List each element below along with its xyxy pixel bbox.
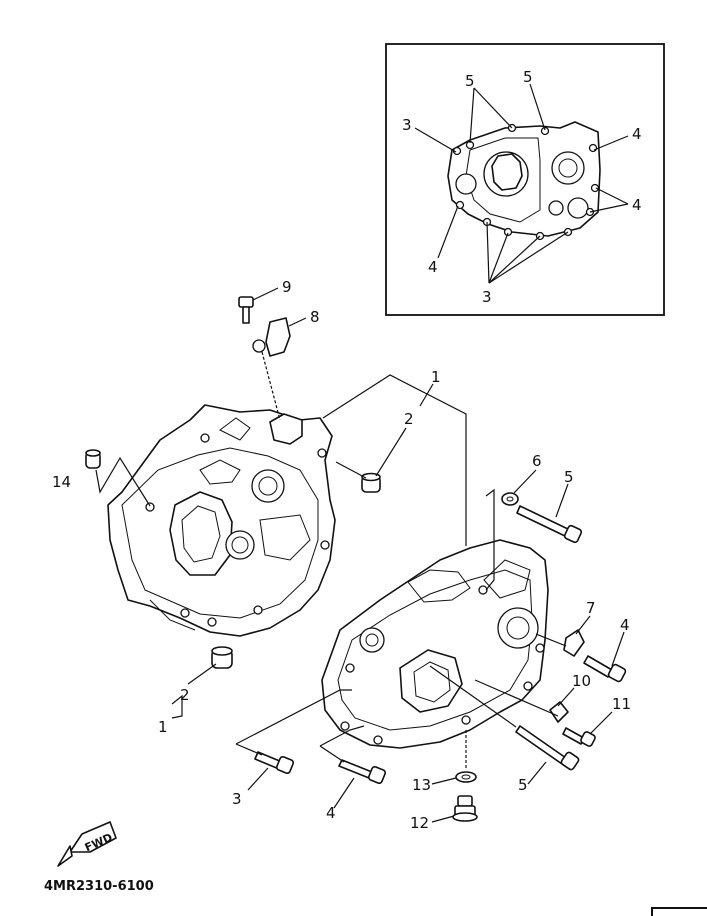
inset-leaders [414, 83, 629, 284]
label-part-6: 6 [532, 452, 542, 470]
part-8-bracket [252, 317, 291, 357]
label-part-1-left: 1 [158, 718, 168, 736]
part-4-bolt-right [583, 655, 627, 683]
part-3-bolt-bottom [254, 751, 295, 775]
inset-bolt-holes [452, 123, 600, 241]
label-part-5-upper: 5 [564, 468, 574, 486]
inset-label-4-right-top: 4 [632, 125, 642, 143]
part-13-gasket [455, 771, 477, 783]
diagram-code: 4MR2310-6100 [44, 879, 154, 894]
part-6-washer [501, 492, 519, 506]
inset-label-4-right-bottom: 4 [632, 196, 642, 214]
label-part-4-right: 4 [620, 616, 630, 634]
part-12-drain-plug [452, 795, 478, 822]
label-part-13: 13 [412, 776, 431, 794]
inset-label-3-left: 3 [402, 116, 412, 134]
part-2-dowel-lower [211, 646, 233, 669]
inset-bearing-small2 [548, 200, 564, 216]
right-case-bolt-holes [340, 585, 545, 745]
label-part-10: 10 [572, 672, 591, 690]
inset-panel: 5 5 3 4 4 4 3 [385, 43, 665, 316]
inset-label-5b: 5 [523, 68, 533, 86]
inset-bearing-small [567, 197, 589, 219]
inset-bearing-large-inner [558, 158, 578, 178]
inset-label-3-bottom: 3 [482, 288, 492, 306]
corner-mark [651, 907, 707, 916]
part-2-dowel-upper [361, 472, 381, 493]
left-crankcase-half [107, 404, 336, 637]
part-14-dowel [85, 449, 101, 469]
fwd-arrow-badge: FWD [57, 821, 117, 867]
inset-label-5a: 5 [465, 72, 475, 90]
inset-gear-cut [491, 153, 523, 191]
label-part-7: 7 [586, 599, 596, 617]
left-case-bolt-holes [145, 433, 330, 627]
right-crankcase-half [321, 539, 549, 749]
part-11-bolt [562, 727, 596, 747]
label-part-9: 9 [282, 278, 292, 296]
label-part-8: 8 [310, 308, 320, 326]
part-7-clamp [563, 629, 585, 657]
label-part-12: 12 [410, 814, 429, 832]
label-part-1-top: 1 [431, 368, 441, 386]
label-part-3-bottom: 3 [232, 790, 242, 808]
label-part-4-bottom: 4 [326, 804, 336, 822]
label-part-2-left: 2 [180, 686, 190, 704]
leader-lines [95, 287, 625, 823]
label-part-2-top: 2 [404, 410, 414, 428]
inset-label-4-left: 4 [428, 258, 438, 276]
inset-bearing-large [551, 151, 585, 185]
label-part-5-lower: 5 [518, 776, 528, 794]
part-4-bolt-bottom [338, 759, 387, 785]
label-part-11: 11 [612, 695, 631, 713]
part-5-bolt-lower [515, 725, 580, 771]
part-5-bolt-upper [516, 505, 583, 544]
part-9-bolt [238, 296, 254, 324]
inset-boss [455, 173, 477, 195]
label-part-14: 14 [52, 473, 71, 491]
part-10-clip [549, 701, 569, 723]
